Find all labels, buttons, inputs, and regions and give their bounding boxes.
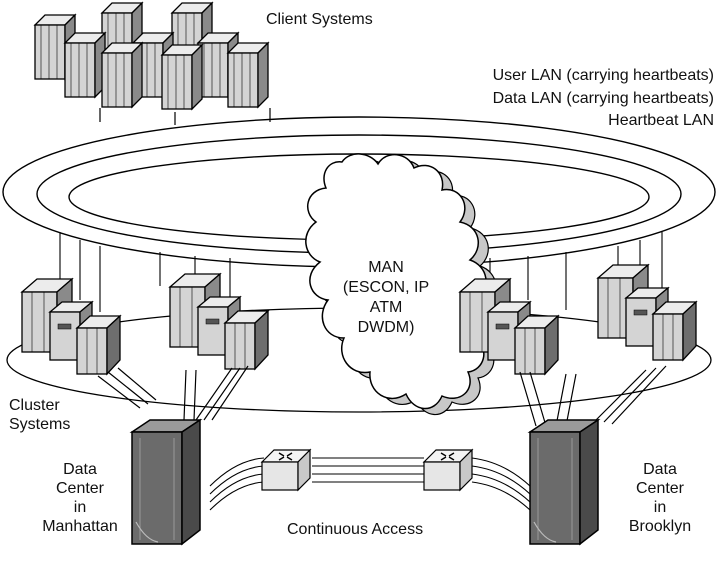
dc-brooklyn-line-2: Center bbox=[635, 480, 685, 497]
network-switch-left bbox=[261, 449, 311, 491]
dc-brooklyn-line-1: Data bbox=[643, 461, 677, 478]
client-systems-label: Client Systems bbox=[266, 11, 373, 28]
dc-brooklyn-line-4: Brooklyn bbox=[628, 518, 692, 535]
dc-manhattan-line-1: Data bbox=[63, 461, 97, 478]
continuous-access-links bbox=[209, 457, 531, 511]
data-center-manhattan-label: Data Center in Manhattan bbox=[30, 460, 130, 536]
cluster-group-2 bbox=[169, 273, 269, 370]
storage-links bbox=[97, 365, 667, 427]
man-label-line-1: MAN bbox=[368, 259, 404, 276]
user-lan-label: User LAN (carrying heartbeats) bbox=[492, 67, 714, 84]
cluster-group-1 bbox=[21, 278, 121, 375]
man-label-line-2: (ESCON, IP bbox=[342, 279, 430, 296]
data-center-brooklyn-label: Data Center in Brooklyn bbox=[612, 460, 708, 536]
cluster-systems-line-1: Cluster bbox=[9, 397, 60, 414]
cluster-systems-line-2: Systems bbox=[9, 416, 71, 433]
storage-brooklyn bbox=[529, 419, 599, 545]
cluster-group-4 bbox=[597, 264, 697, 361]
dc-manhattan-line-3: in bbox=[73, 499, 87, 516]
dc-brooklyn-line-3: in bbox=[653, 499, 667, 516]
man-label: MAN (ESCON, IP ATM DWDM) bbox=[326, 258, 446, 338]
man-label-line-4: DWDM) bbox=[357, 319, 415, 336]
dc-manhattan-line-4: Manhattan bbox=[42, 518, 118, 535]
client-links bbox=[99, 108, 271, 125]
storage-manhattan bbox=[131, 419, 201, 545]
cluster-systems-label: Cluster Systems bbox=[9, 396, 70, 434]
heartbeat-lan-label: Heartbeat LAN bbox=[608, 112, 714, 129]
man-cloud bbox=[305, 153, 499, 416]
network-switch-right bbox=[423, 449, 473, 491]
continuous-access-label: Continuous Access bbox=[287, 521, 424, 538]
dc-manhattan-line-2: Center bbox=[55, 480, 105, 497]
data-lan-label: Data LAN (carrying heartbeats) bbox=[492, 90, 714, 107]
client-systems bbox=[34, 2, 269, 110]
man-label-line-3: ATM bbox=[369, 299, 403, 316]
